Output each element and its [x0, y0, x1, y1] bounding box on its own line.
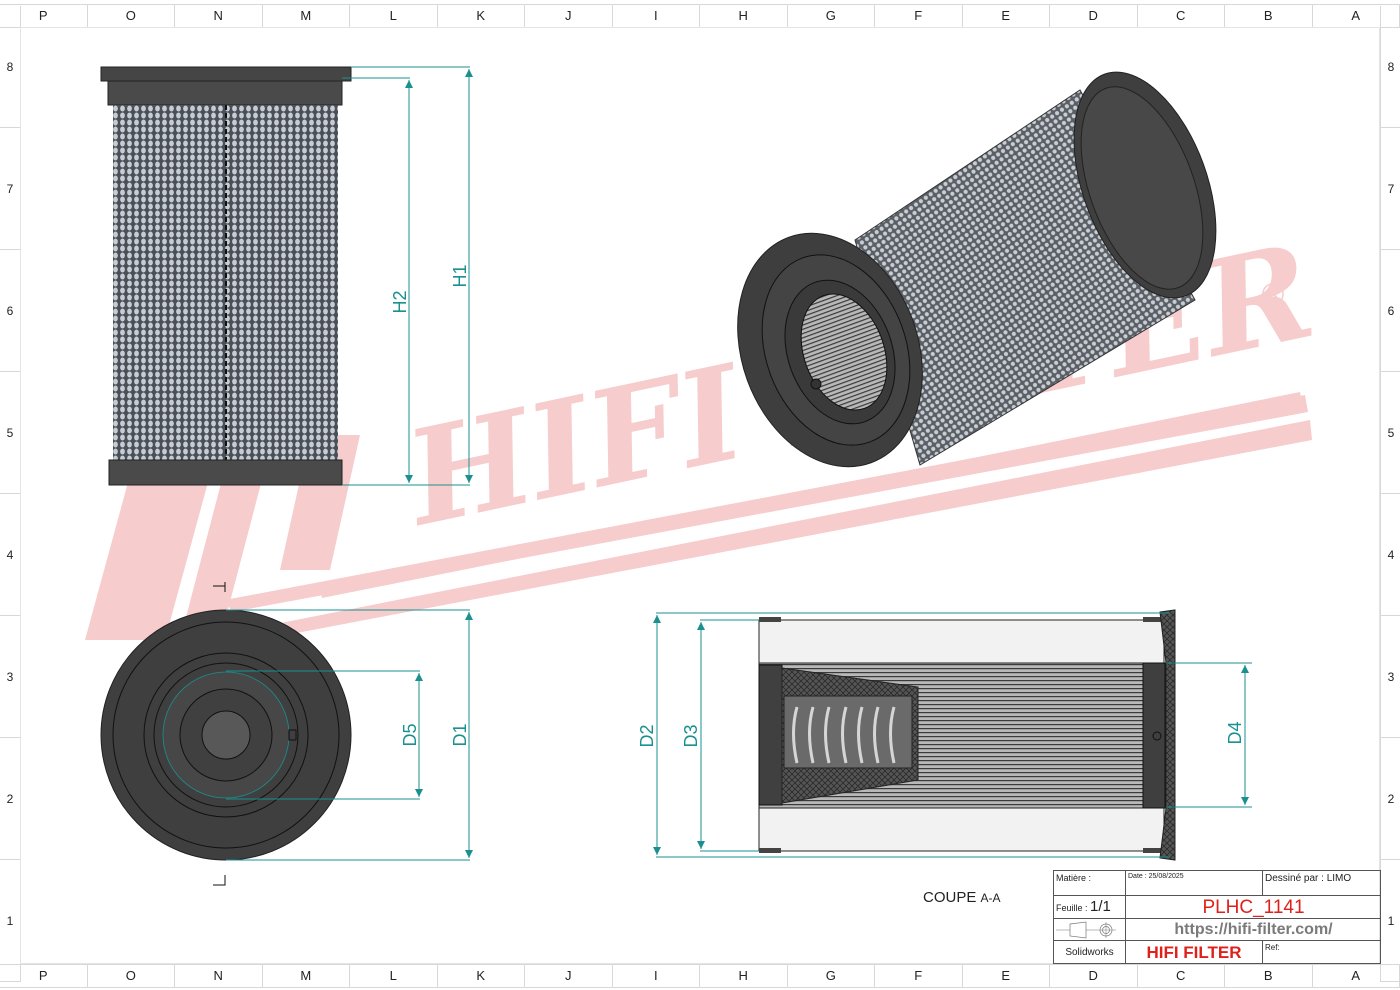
- ruler-col: F: [875, 5, 963, 27]
- ruler-row: 4: [0, 494, 20, 616]
- ruler-row: 3: [0, 616, 20, 738]
- registered-mark: ®: [1258, 278, 1288, 313]
- ruler-col: B: [1225, 965, 1313, 987]
- ruler-col: M: [263, 965, 350, 987]
- ruler-row: 7: [0, 128, 20, 250]
- ruler-col: I: [613, 5, 700, 27]
- ruler-col: K: [438, 5, 525, 27]
- sheet-value: 1/1: [1090, 898, 1111, 915]
- ruler-col: G: [788, 5, 875, 27]
- sheet-cell: Feuille : 1/1: [1054, 896, 1126, 918]
- ruler-col: K: [438, 965, 525, 987]
- ruler-col: E: [963, 965, 1050, 987]
- ruler-col: E: [963, 5, 1050, 27]
- ruler-col: H: [700, 5, 788, 27]
- ruler-col: J: [525, 965, 613, 987]
- ref-cell: Ref:: [1263, 941, 1381, 964]
- ruler-col: L: [350, 5, 438, 27]
- ruler-col: O: [88, 5, 175, 27]
- material-label: Matière :: [1056, 873, 1092, 883]
- title-row-2: Feuille : 1/1 PLHC_1141: [1054, 896, 1380, 919]
- height-dimensions: [342, 66, 473, 486]
- ruler-row: 2: [0, 738, 20, 860]
- drawn-by-cell: Dessiné par : LIMO: [1263, 871, 1381, 895]
- date-label: Date : 25/08/2025: [1128, 873, 1184, 880]
- ruler-col: L: [350, 965, 438, 987]
- first-angle-projection-icon: [1056, 921, 1116, 939]
- ruler-row: 5: [1381, 372, 1400, 494]
- ruler-row: 7: [1381, 128, 1400, 250]
- ruler-row: 1: [0, 860, 20, 982]
- ruler-row: 8: [0, 6, 20, 128]
- title-row-1: Matière : Date : 25/08/2025 Dessiné par …: [1054, 871, 1380, 896]
- drawing-frame: [20, 27, 1380, 964]
- dimension-label-d4: D4: [1225, 721, 1245, 744]
- brand-name: HIFI FILTER: [1126, 941, 1263, 964]
- ruler-col: N: [175, 965, 263, 987]
- diameter-dimensions-end: [226, 609, 473, 861]
- dimension-label-d2: D2: [637, 724, 657, 747]
- ruler-col: B: [1225, 5, 1313, 27]
- part-number: PLHC_1141: [1202, 897, 1305, 918]
- projection-symbol-cell: [1054, 919, 1126, 940]
- ruler-row: 6: [0, 250, 20, 372]
- ruler-col: P: [0, 965, 88, 987]
- ruler-col: F: [875, 965, 963, 987]
- title-block: Matière : Date : 25/08/2025 Dessiné par …: [1053, 870, 1381, 964]
- ruler-row: 4: [1381, 494, 1400, 616]
- section-caption-main: COUPE: [923, 889, 977, 906]
- title-row-3: https://hifi-filter.com/: [1054, 919, 1380, 941]
- dimension-label-d5: D5: [400, 723, 420, 746]
- ruler-row: 1: [1381, 860, 1400, 982]
- software-cell: Solidworks: [1054, 941, 1126, 964]
- ruler-row: 2: [1381, 738, 1400, 860]
- ruler-col: J: [525, 5, 613, 27]
- section-caption: COUPE A-A: [923, 889, 1001, 906]
- date-cell: Date : 25/08/2025: [1126, 871, 1263, 895]
- ruler-col: P: [0, 5, 88, 27]
- drawn-by-label: Dessiné par : LIMO: [1265, 873, 1352, 884]
- diameter-dimensions-section: [653, 612, 1252, 858]
- dimension-label-d1: D1: [450, 723, 470, 746]
- dimension-label-h2: H2: [390, 290, 410, 313]
- section-line-marker: [213, 582, 226, 886]
- section-caption-suffix: A-A: [980, 891, 1001, 905]
- website-url[interactable]: https://hifi-filter.com/: [1174, 921, 1333, 938]
- dimension-label-h1: H1: [450, 264, 470, 287]
- front-view: [100, 66, 352, 486]
- row-ruler-right: 8 7 6 5 4 3 2 1: [1380, 6, 1400, 982]
- isometric-view: [737, 71, 1217, 468]
- ruler-col: H: [700, 965, 788, 987]
- ruler-row: 5: [0, 372, 20, 494]
- ref-label: Ref:: [1265, 943, 1280, 952]
- material-cell: Matière :: [1054, 871, 1126, 895]
- end-view: [100, 609, 352, 861]
- ruler-row: 8: [1381, 6, 1400, 128]
- sheet-label: Feuille :: [1056, 903, 1088, 913]
- section-view: [758, 609, 1176, 861]
- ruler-col: O: [88, 965, 175, 987]
- ruler-row: 3: [1381, 616, 1400, 738]
- ruler-col: N: [175, 5, 263, 27]
- ruler-col: M: [263, 5, 350, 27]
- ruler-col: D: [1050, 965, 1138, 987]
- ruler-col: D: [1050, 5, 1138, 27]
- column-ruler-bottom: P O N M L K J I H G F E D C B A: [0, 964, 1400, 988]
- dimension-label-d3: D3: [681, 724, 701, 747]
- title-row-4: Solidworks HIFI FILTER Ref:: [1054, 941, 1380, 964]
- ruler-col: C: [1138, 5, 1225, 27]
- ruler-col: G: [788, 965, 875, 987]
- ruler-col: I: [613, 965, 700, 987]
- ruler-row: 6: [1381, 250, 1400, 372]
- ruler-col: C: [1138, 965, 1225, 987]
